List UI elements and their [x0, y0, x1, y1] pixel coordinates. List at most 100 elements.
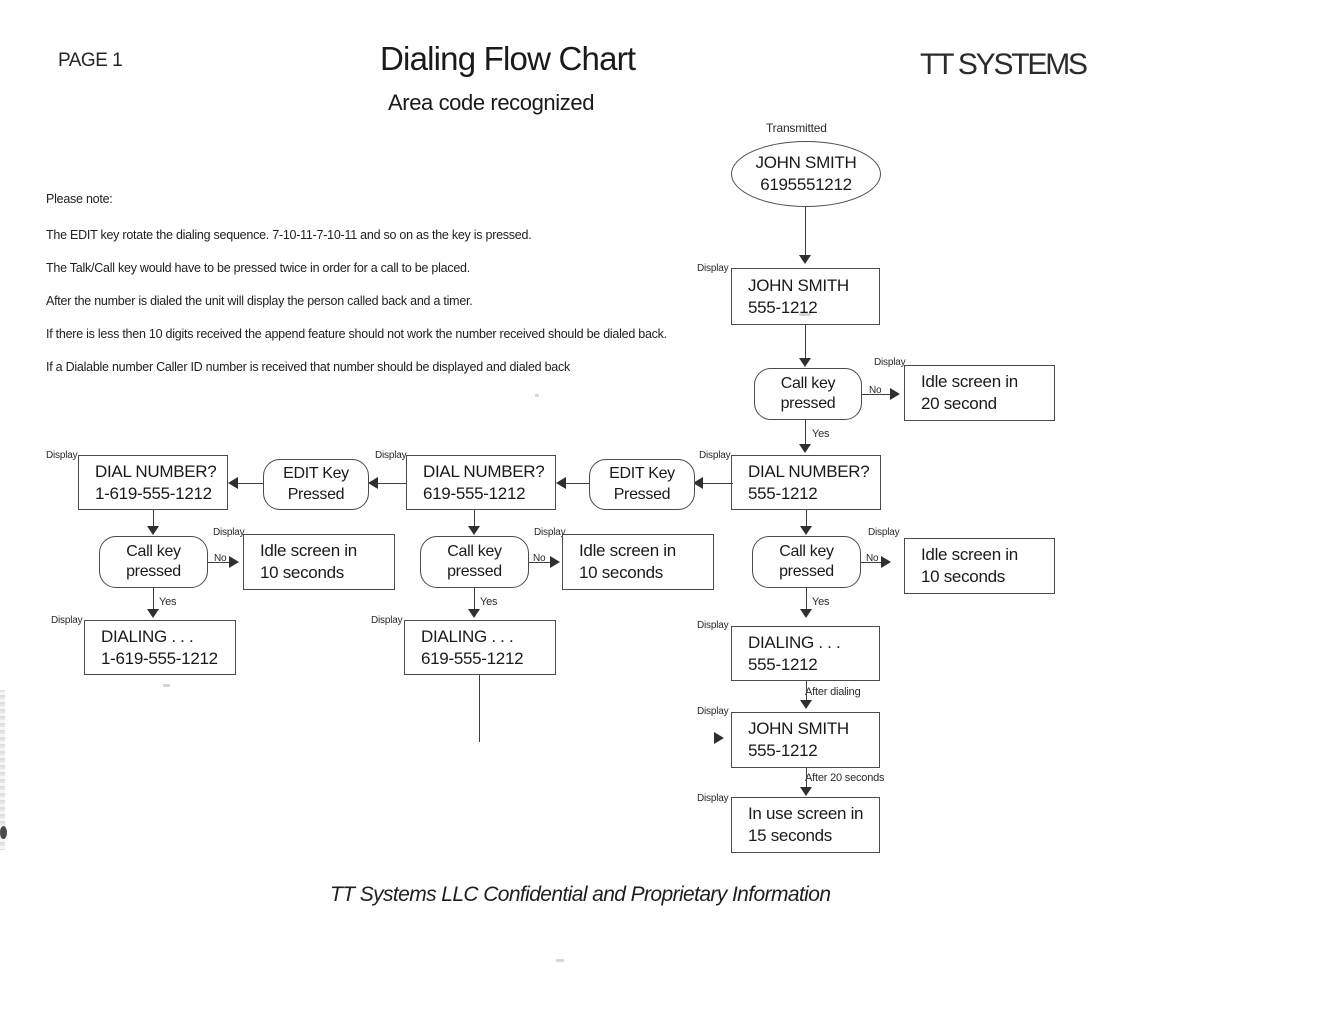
node-line-2: 555-1212 — [748, 483, 818, 503]
note-item-5: If a Dialable number Caller ID number is… — [46, 360, 570, 374]
node-connected: JOHN SMITH 555-1212 — [731, 712, 880, 768]
arrow-left-icon — [228, 477, 238, 489]
connector-line — [862, 394, 892, 396]
node-line-1: DIALING . . . — [748, 632, 841, 652]
arrow-down-icon — [468, 526, 480, 535]
arrow-right-icon — [890, 388, 900, 400]
edge-label-yes: Yes — [812, 428, 830, 440]
edge-label-display: Display — [46, 450, 78, 461]
edge-label-display: Display — [375, 450, 407, 461]
arrow-down-icon — [147, 609, 159, 618]
note-item-1: The EDIT key rotate the dialing sequence… — [46, 228, 532, 242]
connector-line — [153, 510, 155, 529]
node-line-2: 1-619-555-1212 — [95, 483, 212, 503]
node-transmitted-source: JOHN SMITH 6195551212 — [731, 141, 881, 207]
node-line-1: Call key — [779, 542, 834, 560]
node-dial-number-2: DIAL NUMBER? 619-555-1212 — [406, 455, 556, 510]
node-line-1: JOHN SMITH — [748, 719, 849, 739]
page-label: PAGE 1 — [58, 50, 123, 71]
page-subtitle: Area code recognized — [388, 90, 595, 115]
node-display-incoming: JOHN SMITH 555-1212 — [731, 268, 880, 325]
connector-line — [806, 588, 808, 611]
node-line-1: DIAL NUMBER? — [95, 461, 217, 481]
node-line-2: pressed — [447, 563, 502, 580]
edge-label-display: Display — [874, 357, 906, 368]
node-line-1: Call key — [780, 374, 836, 392]
arrow-right-icon — [881, 556, 891, 568]
edge-label-display: Display — [697, 620, 729, 631]
connector-line — [372, 483, 406, 485]
arrow-down-icon — [147, 526, 159, 535]
note-item-2: The Talk/Call key would have to be press… — [46, 261, 470, 275]
node-dialing-left: DIALING . . . 1-619-555-1212 — [84, 620, 236, 675]
node-in-use: In use screen in 15 seconds — [731, 797, 880, 853]
node-line-2: 20 second — [921, 394, 997, 413]
connector-line — [806, 510, 808, 529]
arrow-down-icon — [468, 609, 480, 618]
connector-line — [805, 325, 807, 361]
arrow-down-icon — [800, 526, 812, 535]
edge-label-yes: Yes — [480, 596, 498, 608]
edge-label-display: Display — [371, 615, 403, 626]
note-item-3: After the number is dialed the unit will… — [46, 294, 473, 308]
scan-speck — [799, 313, 811, 316]
edge-label-display: Display — [697, 793, 729, 804]
scan-speck — [535, 394, 539, 397]
node-callkey-mid: Call key pressed — [420, 536, 529, 588]
edge-label-after-dialing: After dialing — [805, 686, 861, 698]
arrow-down-icon — [800, 609, 812, 618]
node-line-1: Idle screen in — [921, 545, 1018, 565]
node-idle-10s-right: Idle screen in 10 seconds — [904, 538, 1055, 594]
connector-line — [805, 420, 807, 447]
edge-label-no: No — [533, 553, 546, 564]
connector-line — [232, 483, 263, 485]
edge-label-yes: Yes — [159, 596, 177, 608]
node-idle-10s-mid: Idle screen in 10 seconds — [562, 534, 714, 590]
edge-label-transmitted: Transmitted — [766, 121, 827, 135]
node-line-2: pressed — [779, 563, 834, 580]
node-line-2: 10 seconds — [579, 563, 663, 582]
node-line-1: Call key — [126, 542, 181, 560]
note-heading: Please note: — [46, 192, 113, 206]
node-line-2: 1-619-555-1212 — [101, 648, 218, 668]
arrow-left-icon — [693, 477, 703, 489]
node-line-2: pressed — [126, 563, 181, 580]
node-dialing-mid: DIALING . . . 619-555-1212 — [404, 620, 556, 675]
connector-line — [805, 207, 807, 257]
edge-label-no: No — [214, 553, 227, 564]
connector-line — [697, 483, 733, 485]
edge-label-display: Display — [697, 706, 729, 717]
edge-label-display: Display — [697, 263, 729, 274]
node-line-1: DIALING . . . — [101, 626, 194, 646]
arrow-right-icon — [550, 556, 560, 568]
connector-line — [208, 562, 231, 564]
node-line-1: Idle screen in — [579, 541, 676, 561]
connector-line — [479, 675, 481, 742]
node-dial-number-3: DIAL NUMBER? 555-1212 — [731, 455, 881, 510]
arrow-right-icon — [229, 556, 239, 568]
arrow-down-icon — [799, 255, 811, 264]
arrow-down-icon — [799, 444, 811, 453]
connector-line — [861, 562, 883, 564]
node-line-2: 555-1212 — [748, 654, 818, 674]
connector-line — [529, 562, 552, 564]
arrow-left-icon — [368, 477, 378, 489]
node-idle-10s-left: Idle screen in 10 seconds — [243, 534, 395, 590]
node-callkey-left: Call key pressed — [99, 536, 208, 588]
edge-label-no: No — [869, 385, 882, 396]
arrow-right-icon — [714, 732, 724, 744]
node-line-1: JOHN SMITH — [748, 275, 849, 295]
scan-artifact-strip — [0, 690, 5, 850]
node-line-2: 555-1212 — [748, 297, 818, 317]
node-line-1: DIAL NUMBER? — [748, 461, 870, 481]
connector-line — [153, 588, 155, 611]
edge-label-after-20-seconds: After 20 seconds — [805, 772, 885, 784]
node-line-2: 6195551212 — [760, 175, 852, 194]
edge-label-no: No — [866, 553, 879, 564]
footer-confidentiality-notice: TT Systems LLC Confidential and Propriet… — [330, 883, 831, 906]
node-editkey-right: EDIT Key Pressed — [589, 459, 695, 510]
arrow-left-icon — [556, 477, 566, 489]
edge-label-display: Display — [534, 527, 566, 538]
node-line-2: Pressed — [613, 485, 671, 503]
node-line-2: 15 seconds — [748, 826, 832, 845]
